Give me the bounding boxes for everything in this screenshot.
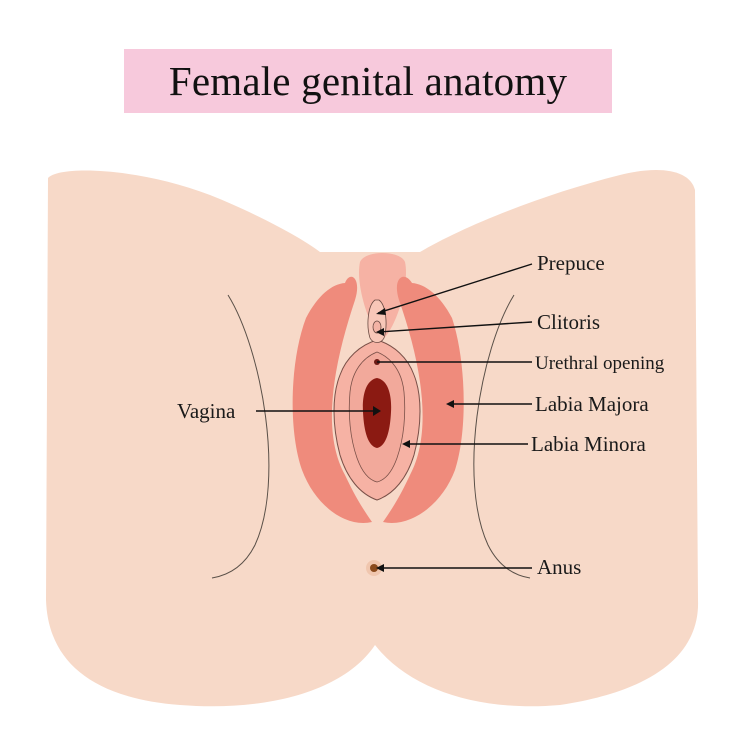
label-vagina: Vagina xyxy=(177,399,236,423)
label-clitoris: Clitoris xyxy=(537,310,600,334)
labia-majora-right xyxy=(383,276,464,523)
label-prepuce: Prepuce xyxy=(537,251,605,275)
labia-minora-arrowhead xyxy=(402,440,410,448)
label-urethral-opening: Urethral opening xyxy=(535,353,665,374)
prepuce-leader xyxy=(377,263,533,314)
labia-majora-left xyxy=(292,276,372,523)
prepuce-arrowhead xyxy=(376,308,386,315)
left-thigh-line xyxy=(211,294,270,579)
label-labia-minora: Labia Minora xyxy=(531,432,647,456)
label-labia-majora: Labia Majora xyxy=(535,392,649,416)
clitoris-leader xyxy=(377,321,533,333)
clitoris-arrowhead xyxy=(376,328,384,336)
anus-dot xyxy=(370,564,378,572)
labia-majora-arrowhead xyxy=(446,400,454,408)
title-banner: Female genital anatomy xyxy=(124,49,612,113)
vagina-arrowhead xyxy=(373,406,381,416)
anus-arrowhead xyxy=(376,564,384,572)
clitoris-glans xyxy=(372,320,382,334)
diagram-title: Female genital anatomy xyxy=(168,58,568,104)
label-anus: Anus xyxy=(537,555,581,579)
